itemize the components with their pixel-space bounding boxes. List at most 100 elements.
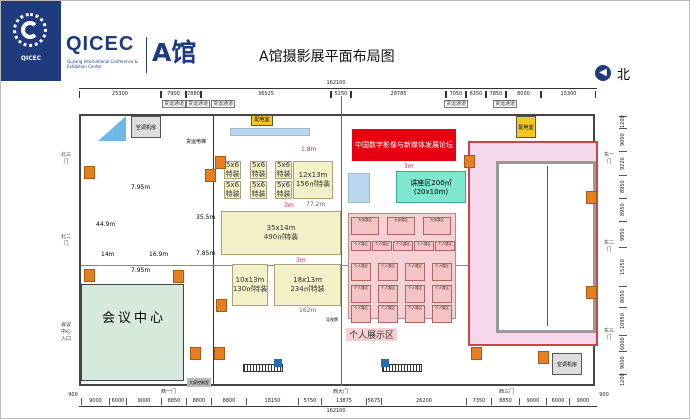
measure-169: 16.9m	[149, 251, 169, 258]
booth-5x6[interactable]: 5x6 特装	[224, 161, 241, 179]
booth-5x6[interactable]: 5x6 特装	[224, 181, 241, 199]
gate-west3[interactable]: 西三门	[499, 389, 515, 395]
right-dim-segment: 9220	[619, 151, 627, 175]
lecture-area[interactable]: 讲座区200㎡ (20x10m)	[396, 171, 466, 203]
bottom-dim-segment: 8800	[211, 398, 246, 405]
meeting-center: 会议中心	[81, 284, 184, 381]
booth-master-booth: 大师展区	[423, 217, 451, 235]
measure-355: 35.5m	[196, 214, 216, 221]
top-dim-segment: 6350	[466, 91, 486, 98]
booth-personal-booth: 个人展区	[405, 263, 425, 281]
qicec-logo: QICEC	[1, 1, 61, 81]
bottom-dim-segment: 9000	[519, 398, 546, 405]
right-dim-segment: 1200	[619, 115, 627, 128]
gate-east1[interactable]: 东一门	[604, 152, 615, 165]
fire-extinguisher-icon	[84, 269, 95, 282]
top-dim-segment: 7880	[186, 91, 201, 98]
booth-master-booth: 大师展区	[351, 217, 379, 235]
booth-personal-booth: 个人展区	[351, 241, 371, 251]
bottom-dim-segment: 9000	[126, 398, 161, 405]
measure-449: 44.9m	[96, 221, 116, 228]
fire-extinguisher-icon	[173, 270, 184, 283]
gate-west1[interactable]: 西一门	[161, 389, 177, 395]
top-dim-segment: 15300	[541, 91, 596, 98]
forum-area[interactable]: 中国数字影像与新媒体发展论坛	[352, 129, 456, 161]
measure-18: 1.8m	[301, 146, 317, 153]
info-sign: 导视牌	[326, 317, 338, 322]
inner-wall	[213, 116, 214, 384]
blue-panels	[348, 173, 370, 203]
bottom-dim-segment: 6000	[546, 398, 569, 405]
booth-12x13[interactable]: 12x13m 156㎡特装	[293, 161, 333, 199]
booth-personal-booth: 个人展区	[351, 263, 371, 281]
right-dim-segment: 6000	[619, 335, 627, 351]
top-dim-segment: 7900	[161, 91, 186, 98]
accessibility-icon	[381, 359, 389, 367]
freight-channel-label: 货运通道	[493, 100, 518, 108]
bottom-dim-segment: 900	[68, 392, 78, 398]
booth-personal-booth: 个人展区	[435, 241, 455, 251]
bottom-total-dim: 162100	[326, 408, 346, 414]
page-title: A馆摄影展平面布局图	[259, 49, 395, 65]
power-room: 配电室	[251, 115, 273, 126]
axis-line	[341, 96, 342, 386]
booth-5x6[interactable]: 5x6 特装	[275, 161, 292, 179]
hall-name: A馆	[152, 38, 197, 67]
measure-3m: 3m	[404, 163, 414, 170]
personal-exhibit-label: 个人展示区	[346, 328, 398, 341]
top-dim-segment: 36525	[201, 91, 331, 98]
bottom-dim-segment: 7350	[466, 398, 491, 405]
booth-personal-booth: 个人展区	[378, 305, 398, 323]
measure-795b: 7.95m	[131, 267, 151, 274]
stairs	[243, 364, 283, 372]
measure-795: 7.95m	[131, 184, 151, 191]
booth-personal-booth: 个人展区	[405, 285, 425, 303]
booth-10x13[interactable]: 10x13m 130㎡特装	[232, 264, 268, 306]
aircon-room-ne: 空调机房	[552, 353, 582, 375]
right-dim-segment: 9000	[619, 128, 627, 151]
c-emblem-icon	[21, 21, 39, 39]
north-arrow-icon: ◀	[595, 65, 611, 81]
fire-extinguisher-icon	[190, 347, 201, 360]
top-dim-segment: 5250	[331, 91, 351, 98]
top-dim-segment: 25300	[79, 91, 161, 98]
brand-subtitle: Qujiang International Conference & Exhib…	[67, 59, 138, 69]
bottom-dim-segment: 5675	[366, 398, 381, 405]
right-dim-segment: 8050	[619, 286, 627, 307]
booth-personal-booth: 个人展区	[351, 305, 371, 323]
booth-personal-booth: 个人展区	[432, 263, 452, 281]
gate-north2[interactable]: 北二门	[61, 234, 72, 247]
meeting-center-label: 会议中心	[102, 311, 167, 326]
bottom-dim-segment: 8800	[186, 398, 211, 405]
aircon-room: 空调机房	[131, 116, 161, 138]
east-hall-inner	[496, 161, 596, 333]
measure-785: 7.85m	[196, 250, 216, 257]
booth-personal-booth: 个人展区	[414, 241, 434, 251]
right-dim-segment: 15250	[619, 247, 627, 286]
booth-18x13[interactable]: 18x13m 234㎡特装	[274, 264, 341, 306]
gate-east2[interactable]: 东二门	[604, 240, 615, 253]
gate-west-main[interactable]: 西大门	[333, 389, 349, 395]
measure-14: 14m	[101, 251, 115, 258]
booth-5x6[interactable]: 5x6 特装	[275, 181, 292, 199]
measure-3m: 3m	[296, 257, 306, 264]
dim-line	[79, 88, 597, 89]
power-room-east: 配电室	[516, 116, 536, 138]
fire-extinguisher-icon	[538, 351, 549, 364]
top-dim-segment: 7050	[446, 91, 466, 98]
gate-meeting-entry[interactable]: 会议中心入口	[61, 322, 72, 342]
booth-personal-booth: 个人展区	[378, 285, 398, 303]
right-dim-segment: 8950	[619, 175, 627, 198]
gate-east3[interactable]: 东三门	[604, 328, 615, 341]
top-dim-segment: 28785	[351, 91, 446, 98]
top-dim-segment: 8000	[506, 91, 541, 98]
bottom-dim-segment: 13875	[321, 398, 366, 405]
fire-extinguisher-icon	[586, 286, 597, 299]
booth-5x6[interactable]: 5x6 特装	[250, 181, 267, 199]
bottom-dim-segment: 5750	[298, 398, 321, 405]
gate-north3[interactable]: 北三门	[61, 152, 72, 165]
booth-5x6[interactable]: 5x6 特装	[250, 161, 267, 179]
booth-35x14[interactable]: 35x14m 490㎡特装	[221, 211, 341, 255]
bottom-dim-segment: 6000	[109, 398, 126, 405]
bottom-dim-segment: 900	[599, 392, 609, 398]
